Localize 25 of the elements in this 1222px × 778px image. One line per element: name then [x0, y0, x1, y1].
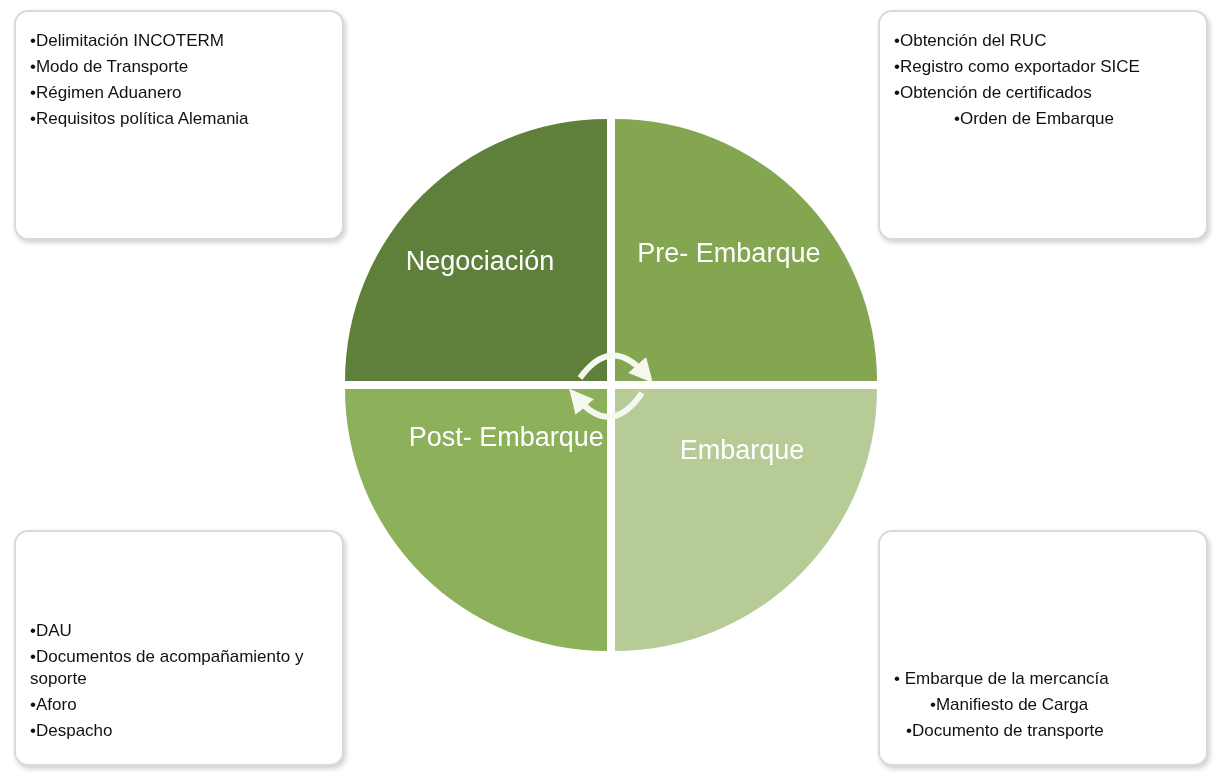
list-item: •Régimen Aduanero [30, 82, 183, 104]
list-item: •Requisitos política Alemania [30, 108, 250, 130]
list-item: •Aforo [30, 694, 78, 716]
list-item: •Documentos de acompañamiento y soporte [30, 646, 305, 690]
text-card [878, 10, 1208, 240]
list-item: •Orden de Embarque [954, 108, 1115, 130]
text-card [878, 530, 1208, 766]
list-item: •Obtención de certificados [894, 82, 1093, 104]
segment-title: Post- Embarque [407, 420, 605, 453]
list-item: •Obtención del RUC [894, 30, 1048, 52]
text-card [14, 10, 344, 240]
list-item: •Modo de Transporte [30, 56, 190, 78]
list-item: •Despacho [30, 720, 114, 742]
segment-title: Embarque [678, 433, 806, 466]
text-card [14, 530, 344, 766]
list-item: •Documento de transporte [906, 720, 1105, 742]
list-item: •Delimitación INCOTERM [30, 30, 225, 52]
list-item: •Registro como exportador SICE [894, 56, 1141, 78]
list-item: • Embarque de la mercancía [894, 668, 1110, 690]
list-item: •Manifiesto de Carga [930, 694, 1090, 716]
curved-arrow [568, 389, 645, 420]
segment-title: Negociación [404, 244, 556, 277]
segment-title: Pre- Embarque [636, 237, 822, 270]
curved-arrow [577, 352, 654, 383]
list-item: •DAU [30, 620, 73, 642]
